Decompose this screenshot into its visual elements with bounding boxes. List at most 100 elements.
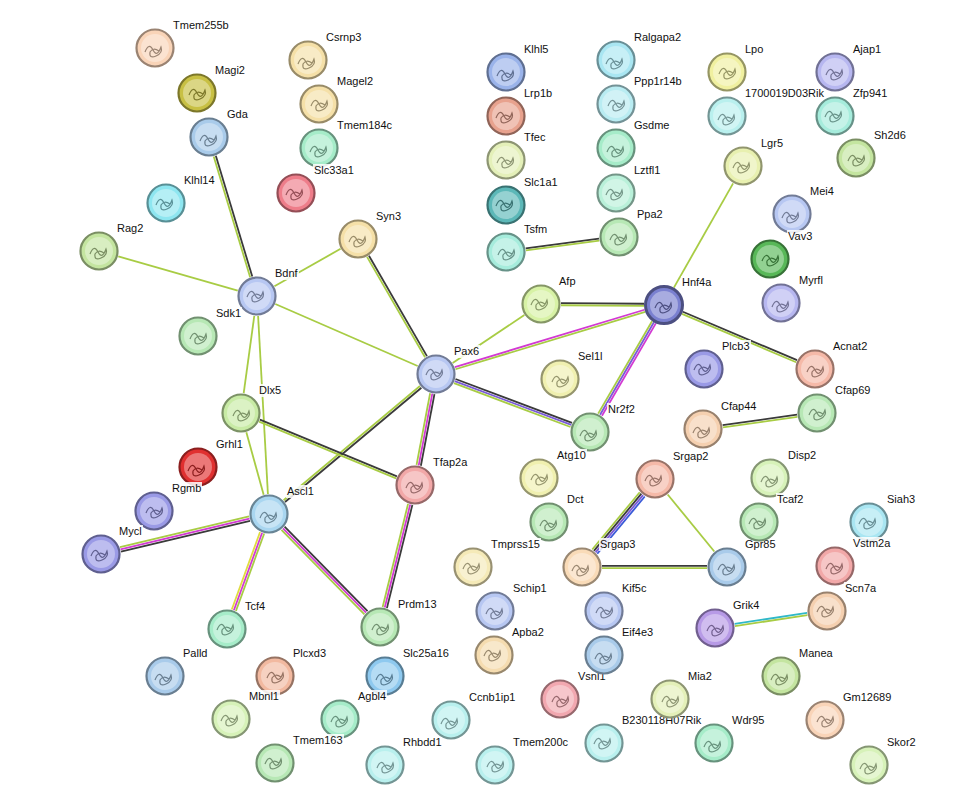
protein-node: Lztfl1 — [596, 173, 636, 213]
gene-label: Ccnb1ip1 — [468, 691, 516, 704]
evidence-line — [598, 321, 652, 413]
node-circle — [299, 84, 339, 124]
protein-node: Tfap2a — [395, 465, 435, 505]
node-highlight — [305, 90, 333, 118]
interaction-edge — [275, 304, 417, 366]
protein-node: Wdr95 — [694, 723, 734, 763]
node-disc — [257, 745, 294, 782]
interaction-edge — [258, 316, 268, 494]
node-highlight — [689, 415, 717, 443]
node-circle — [475, 745, 515, 785]
evidence-line — [258, 316, 268, 494]
protein-structure — [607, 146, 623, 156]
node-highlight — [811, 706, 839, 734]
gene-label: Lpo — [744, 43, 764, 56]
node-disc — [257, 658, 294, 695]
gene-label: Ppa2 — [636, 208, 664, 221]
node-circle — [486, 52, 526, 92]
protein-node: Ppp1r14b — [596, 84, 636, 124]
evidence-line — [244, 316, 255, 393]
node-disc — [817, 548, 854, 585]
gene-label: Grhl1 — [215, 438, 244, 451]
node-highlight — [690, 355, 718, 383]
evidence-line — [723, 417, 797, 427]
evidence-line — [419, 394, 433, 466]
protein-structure — [645, 475, 661, 485]
node-disc — [488, 187, 525, 224]
gene-label: Srgap3 — [599, 538, 636, 551]
protein-node: Dct — [529, 502, 569, 542]
node-circle — [761, 656, 801, 696]
node-disc — [799, 395, 836, 432]
node-highlight — [602, 90, 630, 118]
node-circle — [584, 723, 624, 763]
node-circle — [189, 117, 229, 157]
node-disc — [455, 549, 492, 586]
protein-structure — [531, 299, 547, 309]
protein-node: Cfap44 — [683, 409, 723, 449]
gene-label: Lrp1b — [523, 87, 553, 100]
node-circle — [255, 743, 295, 783]
protein-structure — [377, 762, 393, 772]
node-disc — [213, 701, 250, 738]
node-circle — [178, 447, 218, 487]
node-highlight — [152, 189, 180, 217]
node-circle — [772, 194, 812, 234]
node-circle — [707, 547, 747, 587]
node-circle — [207, 609, 247, 649]
interaction-edge — [526, 239, 600, 251]
node-highlight — [183, 79, 211, 107]
node-highlight — [729, 152, 757, 180]
node-disc — [148, 185, 185, 222]
gene-label: Prdm13 — [397, 598, 438, 611]
protein-node: Srgap2 — [635, 459, 675, 499]
protein-structure — [859, 518, 875, 528]
protein-node: B230118H07Rik — [584, 723, 624, 763]
node-circle — [146, 183, 186, 223]
protein-node: Agbl4 — [320, 699, 360, 739]
node-circle — [807, 591, 847, 631]
node-disc — [340, 221, 377, 258]
node-disc — [697, 610, 734, 647]
interaction-edge — [244, 316, 255, 393]
protein-node: Grik4 — [695, 608, 735, 648]
node-disc — [521, 460, 558, 497]
node-circle — [475, 591, 515, 631]
node-disc — [763, 285, 800, 322]
interaction-edge — [383, 504, 413, 608]
protein-structure — [496, 112, 512, 122]
node-highlight — [481, 597, 509, 625]
evidence-line — [561, 302, 644, 304]
gene-label: Eif4e3 — [621, 626, 654, 639]
gene-label: Nr2f2 — [607, 403, 636, 416]
node-circle — [584, 635, 624, 675]
protein-node: Vav3 — [750, 239, 790, 279]
gene-label: Grik4 — [732, 599, 760, 612]
node-circle — [431, 700, 471, 740]
node-disc — [709, 54, 746, 91]
node-circle — [684, 349, 724, 389]
node-disc — [367, 747, 404, 784]
gene-label: Mia2 — [687, 670, 713, 683]
node-circle — [805, 700, 845, 740]
protein-structure — [809, 409, 825, 419]
interaction-edge — [668, 494, 715, 551]
node-circle — [596, 128, 636, 168]
node-disc — [725, 148, 762, 185]
protein-node: Disp2 — [750, 458, 790, 498]
gene-label: Pax6 — [453, 345, 480, 358]
protein-structure — [826, 563, 842, 573]
protein-node: Dlx5 — [221, 393, 261, 433]
node-circle — [797, 393, 837, 433]
node-disc — [637, 461, 674, 498]
protein-node: Gsdme — [596, 128, 636, 168]
node-disc — [278, 175, 315, 212]
protein-node: Rag2 — [79, 231, 119, 271]
protein-structure — [486, 608, 502, 618]
node-highlight — [255, 500, 283, 528]
node-circle — [177, 73, 217, 113]
gene-label: Ppp1r14b — [633, 75, 683, 88]
gene-label: Cfap44 — [720, 400, 757, 413]
node-circle — [815, 546, 855, 586]
evidence-line — [385, 504, 410, 607]
